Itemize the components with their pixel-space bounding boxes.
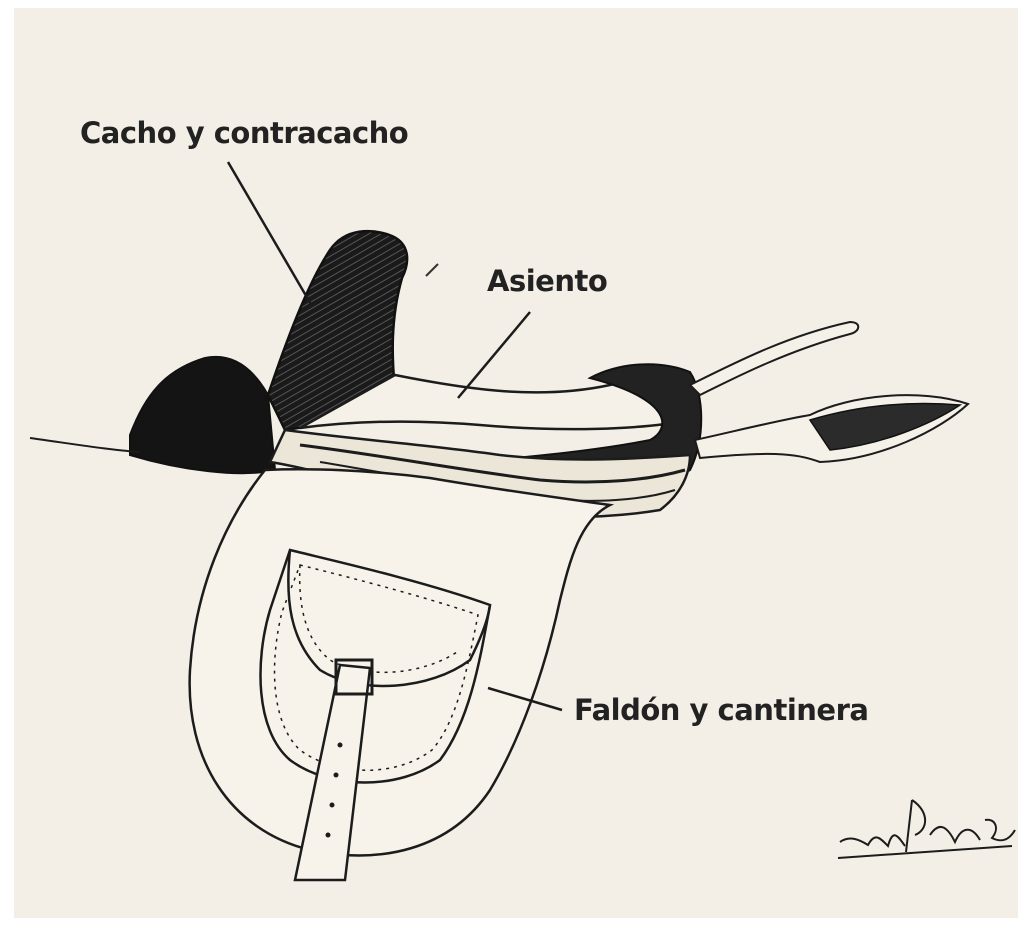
leader-asiento	[458, 312, 530, 398]
leader-cacho	[228, 162, 312, 306]
rear-skirt	[130, 357, 275, 473]
label-asiento: Asiento	[487, 264, 607, 298]
front-strap-upper	[690, 322, 858, 395]
label-cacho-y-contracacho: Cacho y contracacho	[80, 116, 408, 150]
faldon-flap	[190, 469, 610, 855]
signature	[838, 800, 1015, 858]
label-faldon-y-cantinera: Faldón y cantinera	[574, 693, 868, 727]
girth-line	[30, 438, 140, 452]
